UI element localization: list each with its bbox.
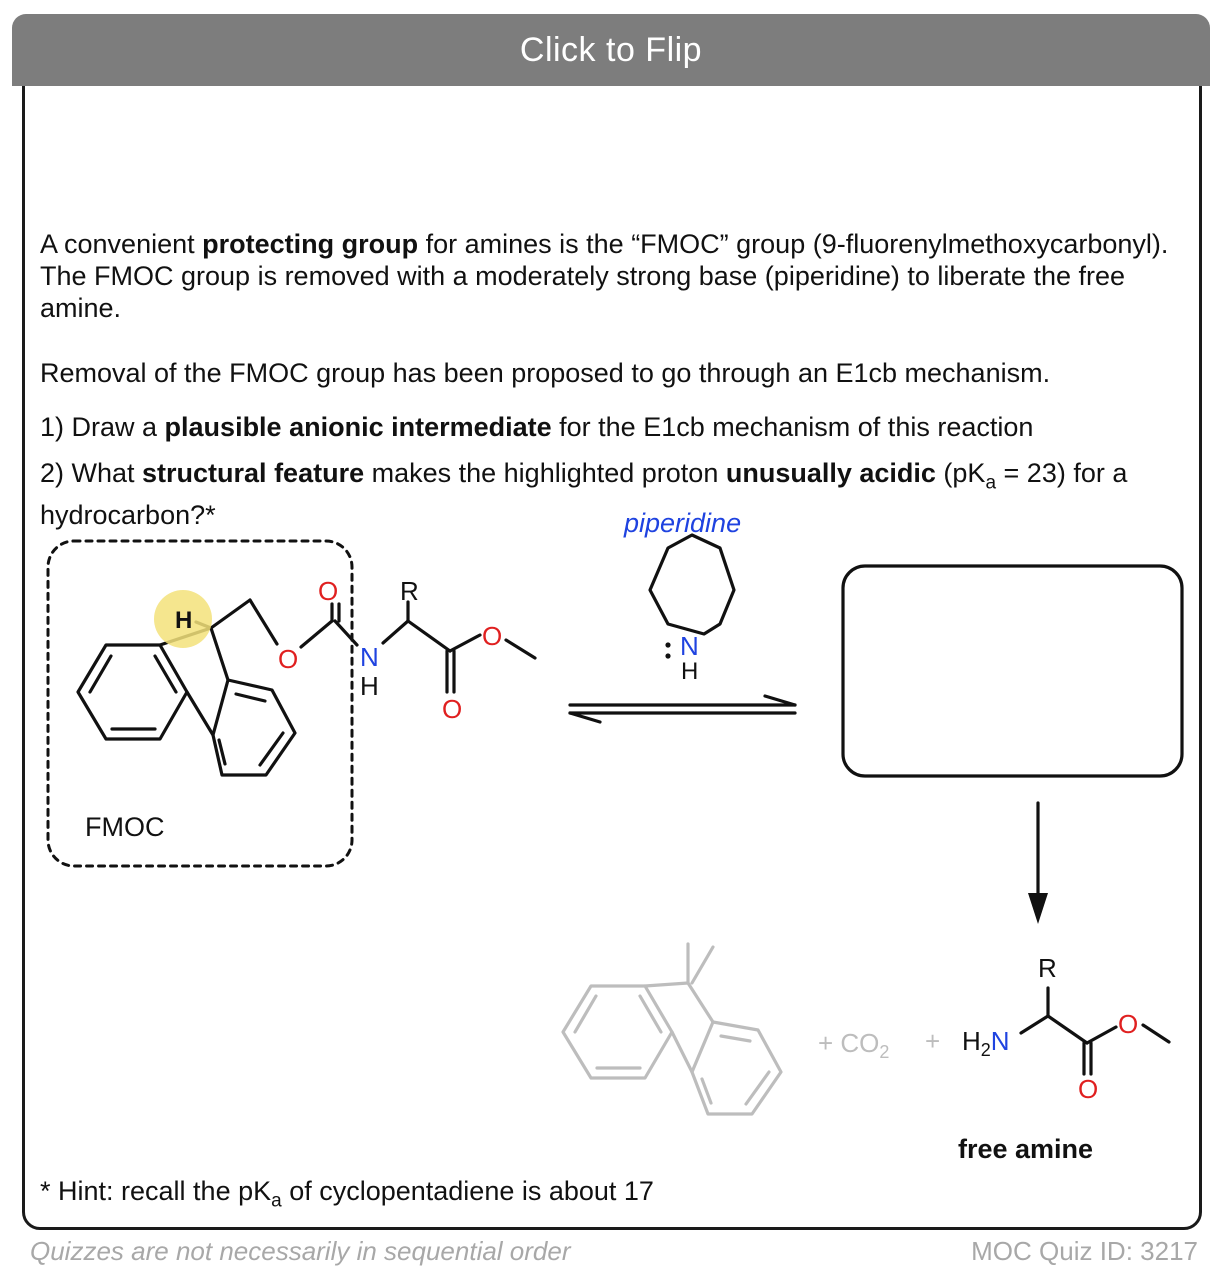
intro-text: A convenient protecting group for amines…: [40, 229, 1169, 323]
atom-o-ether: O: [278, 644, 298, 674]
piperidine-ring: [648, 533, 736, 636]
atom-o-ester: O: [482, 621, 502, 651]
atom-r: R: [400, 576, 419, 606]
piperidine-h: H: [681, 658, 698, 685]
fmoc-label: FMOC: [85, 812, 164, 842]
atom-o-product-carbonyl: O: [1078, 1074, 1098, 1104]
question-2: 2) What structural feature makes the hig…: [40, 458, 1128, 531]
reagent-label: piperidine: [623, 508, 741, 538]
atom-o-ester-carbonyl: O: [442, 694, 462, 724]
dibenzofulvene-byproduct: [561, 942, 783, 1116]
fluorene-left-ring: [76, 643, 189, 741]
answer-box[interactable]: [841, 564, 1184, 778]
mechanism-text: Removal of the FMOC group has been propo…: [40, 358, 1051, 388]
atom-o-carbonyl: O: [318, 576, 338, 606]
highlighted-proton: [154, 590, 212, 648]
free-amine-label: free amine: [958, 1134, 1093, 1164]
flip-label: Click to Flip: [519, 30, 703, 69]
footer-sequence-note: Quizzes are not necessarily in sequentia…: [30, 1236, 571, 1266]
atom-h-carbamate: H: [360, 671, 379, 701]
h2n-group: H2N: [962, 1026, 1010, 1060]
free-amine-structure: [1019, 986, 1171, 1076]
plus-sign: +: [925, 1026, 940, 1056]
quiz-card: [22, 24, 1202, 1230]
plus-co2: + CO2: [818, 1028, 889, 1062]
atom-n-carbamate: N: [360, 642, 379, 672]
atom-r-product: R: [1038, 953, 1057, 983]
atom-o-product-ester: O: [1118, 1009, 1138, 1039]
fmoc-dashed-box: [46, 539, 354, 868]
question-1: 1) Draw a plausible anionic intermediate…: [40, 412, 1034, 442]
fluorene-right-ring: [211, 678, 297, 777]
footer-quiz-id: MOC Quiz ID: 3217: [971, 1236, 1198, 1266]
hint-text: * Hint: recall the pKa of cyclopentadien…: [40, 1176, 654, 1212]
atom-h-highlight: H: [175, 607, 192, 634]
piperidine-n: N: [680, 631, 699, 661]
flip-button[interactable]: Click to Flip: [12, 14, 1210, 86]
